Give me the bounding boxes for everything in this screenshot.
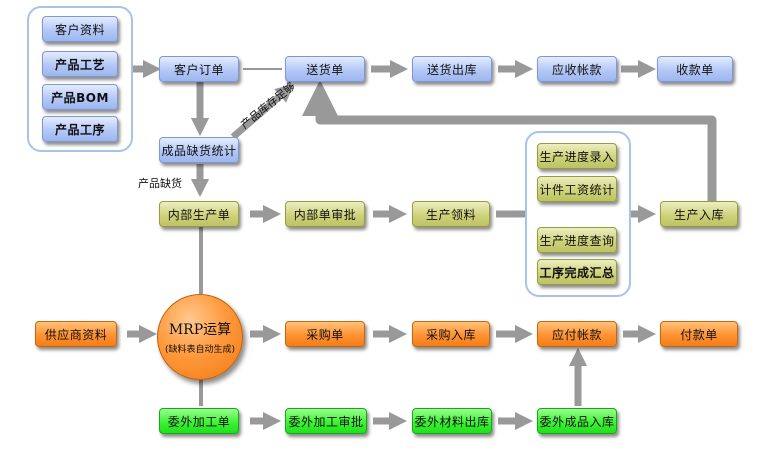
node-internal-production[interactable]: 内部生产单 bbox=[159, 201, 239, 227]
node-payment[interactable]: 付款单 bbox=[660, 321, 738, 347]
arrow-shortage-to-delivery bbox=[230, 84, 294, 140]
node-outsource-approval[interactable]: 委外加工审批 bbox=[285, 408, 367, 434]
node-product-process[interactable]: 产品工艺 bbox=[42, 51, 118, 77]
mrp-title: MRP运算 bbox=[168, 322, 232, 338]
node-progress-entry[interactable]: 生产进度录入 bbox=[537, 143, 617, 169]
node-delivery-out[interactable]: 送货出库 bbox=[412, 56, 492, 82]
mrp-calculation-node[interactable]: MRP运算 (缺料表自动生成) bbox=[157, 294, 243, 380]
node-payables[interactable]: 应付帐款 bbox=[537, 321, 617, 347]
node-purchase-inbound[interactable]: 采购入库 bbox=[412, 321, 490, 347]
node-outsource-order[interactable]: 委外加工单 bbox=[159, 408, 239, 434]
node-customer-data[interactable]: 客户资料 bbox=[42, 16, 118, 42]
node-product-bom[interactable]: 产品BOM bbox=[42, 84, 118, 110]
node-internal-approval[interactable]: 内部单审批 bbox=[285, 201, 365, 227]
node-outsource-product-in[interactable]: 委外成品入库 bbox=[537, 408, 617, 434]
label-product-shortage: 产品缺货 bbox=[138, 177, 182, 190]
node-progress-query[interactable]: 生产进度查询 bbox=[537, 227, 617, 253]
node-receipt[interactable]: 收款单 bbox=[657, 56, 733, 82]
node-material-requisition[interactable]: 生产领料 bbox=[412, 201, 490, 227]
node-process-summary[interactable]: 工序完成汇总 bbox=[537, 259, 617, 285]
node-receivables[interactable]: 应收帐款 bbox=[537, 56, 617, 82]
node-outsource-material-out[interactable]: 委外材料出库 bbox=[412, 408, 492, 434]
node-purchase-order[interactable]: 采购单 bbox=[285, 321, 365, 347]
node-shortage-stats[interactable]: 成品缺货统计 bbox=[159, 137, 239, 163]
node-product-procedure[interactable]: 产品工序 bbox=[42, 116, 118, 142]
node-production-inbound[interactable]: 生产入库 bbox=[660, 201, 738, 227]
node-customer-order[interactable]: 客户订单 bbox=[159, 56, 239, 82]
arrow-inbound-to-delivery bbox=[302, 80, 717, 201]
node-supplier-data[interactable]: 供应商资料 bbox=[35, 321, 117, 347]
node-delivery-note[interactable]: 送货单 bbox=[285, 56, 365, 82]
node-piecework-wage[interactable]: 计件工资统计 bbox=[537, 176, 617, 202]
mrp-subtitle: (缺料表自动生成) bbox=[164, 345, 236, 355]
